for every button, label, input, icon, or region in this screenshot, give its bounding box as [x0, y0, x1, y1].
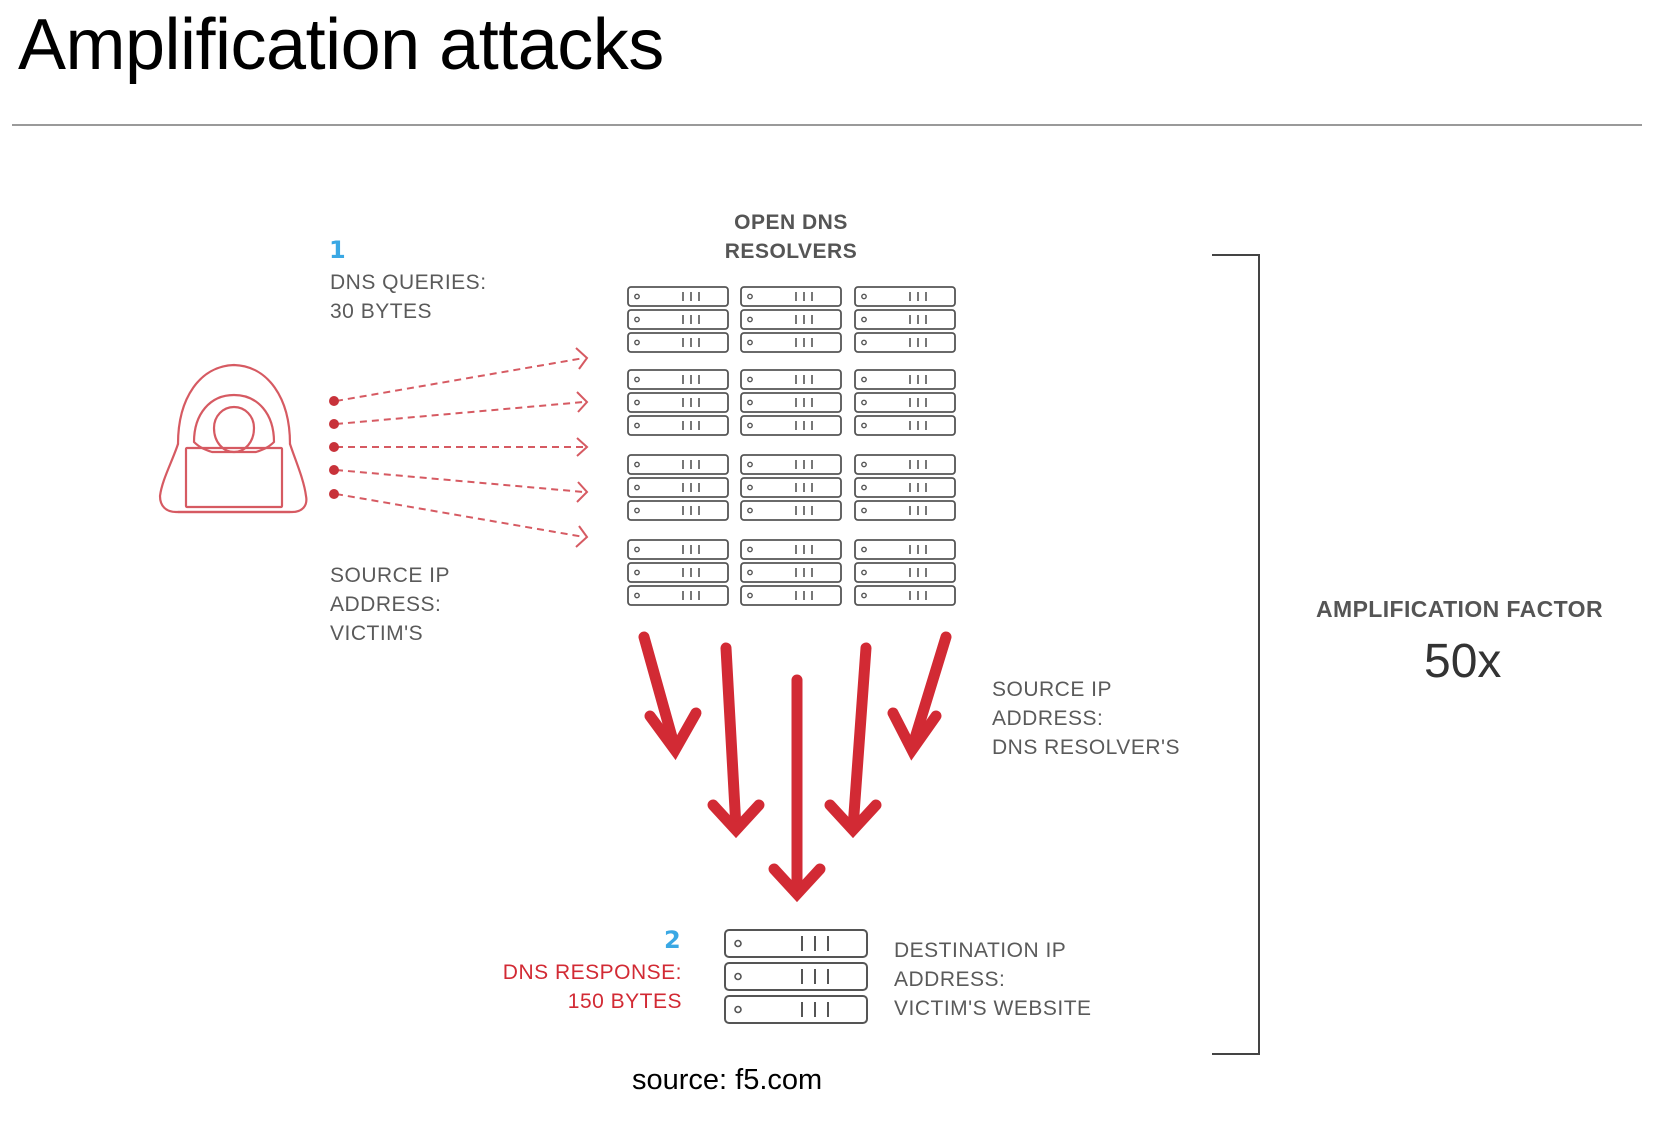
title-divider	[12, 124, 1642, 126]
server-rack-icon	[628, 540, 728, 605]
server-rack-icon	[628, 287, 728, 352]
server-rack-icon	[628, 455, 728, 520]
server-rack-icon	[741, 455, 841, 520]
open-dns-resolvers-grid	[628, 287, 955, 605]
amplification-factor-value: 50x	[1424, 635, 1502, 688]
resolver-source-ip-label: SOURCE IP ADDRESS: DNS RESOLVER'S	[992, 678, 1181, 759]
server-rack-icon	[855, 540, 955, 605]
hooded-attacker-icon	[158, 363, 308, 514]
server-rack-icon	[628, 370, 728, 435]
dns-response-label: DNS RESPONSE: 150 BYTES	[502, 961, 682, 1013]
server-rack-icon	[855, 370, 955, 435]
dns-response-arrows	[638, 631, 952, 903]
source-credit: source: f5.com	[632, 1064, 823, 1096]
step-1-number: 1	[329, 236, 346, 264]
destination-ip-label: DESTINATION IP ADDRESS: VICTIM'S WEBSITE	[894, 939, 1092, 1020]
resolvers-label: OPEN DNS RESOLVERS	[724, 211, 858, 263]
dns-query-arrows	[335, 347, 589, 548]
step-2-number: 2	[664, 926, 681, 954]
victim-server-icon	[724, 929, 868, 1024]
amplification-bracket	[1212, 254, 1260, 1055]
server-rack-icon	[855, 287, 955, 352]
server-rack-icon	[741, 540, 841, 605]
amplification-factor-title: AMPLIFICATION FACTOR	[1316, 596, 1603, 622]
query-origin-dots	[329, 396, 339, 499]
server-rack-icon	[741, 370, 841, 435]
dns-queries-label: DNS QUERIES: 30 BYTES	[330, 271, 487, 323]
attacker-source-ip-label: SOURCE IP ADDRESS: VICTIM'S	[330, 564, 451, 645]
page-title: Amplification attacks	[18, 5, 664, 85]
server-rack-icon	[741, 287, 841, 352]
server-rack-icon	[855, 455, 955, 520]
